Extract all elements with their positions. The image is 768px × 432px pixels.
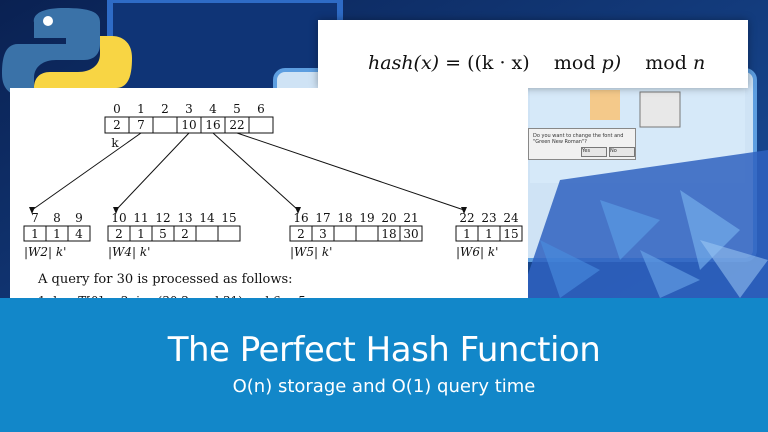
group-table-index: 16: [293, 211, 308, 225]
top-table-index: 0: [113, 102, 121, 116]
pointer-arrowhead: [29, 207, 35, 214]
pointer-arrow: [115, 132, 190, 211]
group-table-index: 7: [31, 211, 39, 225]
group-table-label: |W4| k': [108, 245, 150, 259]
group-table-index: 20: [381, 211, 396, 225]
group-table-cell: [399, 225, 423, 242]
top-table-cell: [248, 116, 274, 134]
dialog-message: Do you want to change the font and "Gree…: [533, 133, 624, 145]
formula-n: n: [692, 52, 706, 74]
group-table-index: 8: [53, 211, 61, 225]
formula-lhs: hash(x): [368, 52, 440, 74]
top-table-index: 1: [137, 102, 145, 116]
formula-mod1: mod: [553, 52, 596, 74]
background-dialog: Do you want to change the font and "Gree…: [528, 128, 636, 160]
group-table-index: 18: [337, 211, 352, 225]
group-table-index: 22: [459, 211, 474, 225]
pointer-arrowhead: [113, 207, 119, 214]
group-table-index: 19: [359, 211, 374, 225]
pointer-arrowhead: [295, 207, 301, 214]
group-table-value: 3: [319, 227, 327, 241]
group-table-value: 1: [463, 227, 471, 241]
group-table-cell: [499, 225, 523, 242]
formula-card: hash(x) = ((k · x) mod p) mod n: [318, 20, 748, 88]
group-table-value: 30: [403, 227, 418, 241]
group-table-value: 2: [115, 227, 123, 241]
top-table-index: 6: [257, 102, 265, 116]
formula-rhs: = ((k · x): [445, 52, 530, 74]
top-table-index: 3: [185, 102, 193, 116]
group-table-cell: [333, 225, 357, 242]
top-table-index: 5: [233, 102, 241, 116]
group-table-value: 1: [137, 227, 145, 241]
page-subtitle: O(n) storage and O(1) query time: [232, 376, 536, 397]
group-table-cell: [195, 225, 219, 242]
group-table-cell: [217, 225, 241, 242]
top-table-label: k: [111, 136, 119, 150]
top-table-index: 2: [161, 102, 169, 116]
group-table-value: 15: [503, 227, 518, 241]
top-table-value: 16: [205, 118, 220, 132]
pointer-arrow: [31, 132, 142, 211]
group-table-index: 12: [155, 211, 170, 225]
pointer-arrowhead: [461, 207, 467, 214]
group-table-value: 5: [159, 227, 167, 241]
pointer-arrow: [236, 132, 465, 211]
group-table-value: 2: [181, 227, 189, 241]
page-title: The Perfect Hash Function: [167, 330, 601, 370]
top-table-value: 2: [113, 118, 121, 132]
group-table-cell: [67, 225, 91, 242]
group-table-index: 15: [221, 211, 236, 225]
group-table-value: 18: [381, 227, 396, 241]
group-table-value: 1: [53, 227, 61, 241]
dialog-no-button: No: [609, 147, 635, 157]
hash-formula: hash(x) = ((k · x) mod p) mod n: [368, 52, 705, 74]
pointer-arrow: [212, 132, 299, 211]
query-title: A query for 30 is processed as follows:: [38, 272, 293, 287]
group-table-index: 9: [75, 211, 83, 225]
title-banner: [0, 298, 768, 432]
group-table-index: 23: [481, 211, 496, 225]
group-table-cell: [355, 225, 379, 242]
group-table-index: 11: [133, 211, 148, 225]
top-table-cell: [152, 116, 178, 134]
top-table-value: 7: [137, 118, 145, 132]
top-table-value: 10: [181, 118, 196, 132]
group-table-value: 2: [297, 227, 305, 241]
top-table-index: 4: [209, 102, 217, 116]
group-table-index: 14: [199, 211, 215, 225]
formula-mod2: mod: [645, 52, 687, 74]
group-table-value: 1: [31, 227, 39, 241]
group-table-index: 10: [111, 211, 126, 225]
group-table-index: 24: [503, 211, 519, 225]
group-table-index: 17: [315, 211, 330, 225]
formula-p: p): [601, 52, 622, 74]
group-table-value: 4: [75, 227, 83, 241]
group-table-value: 1: [485, 227, 493, 241]
group-table-label: |W5| k': [290, 245, 332, 259]
group-table-label: |W6| k': [456, 245, 498, 259]
top-table-value: 22: [229, 118, 244, 132]
group-table-label: |W2| k': [24, 245, 66, 259]
group-table-index: 21: [403, 211, 418, 225]
dialog-yes-button: Yes: [581, 147, 607, 157]
group-table-index: 13: [177, 211, 192, 225]
